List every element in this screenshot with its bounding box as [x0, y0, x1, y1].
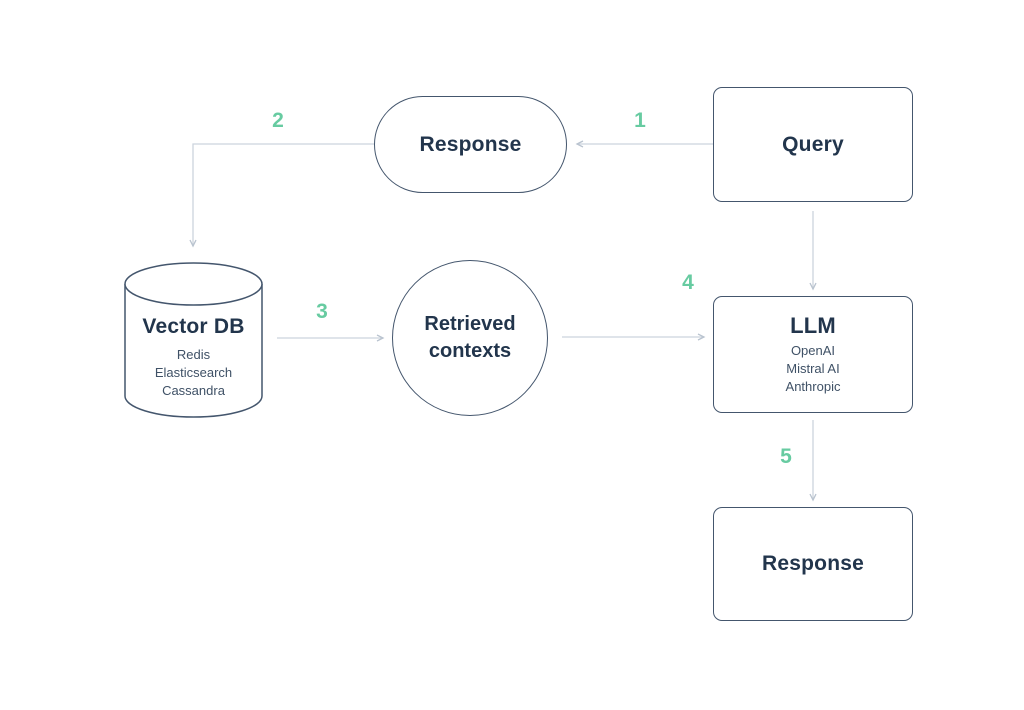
step-label-4: 4 — [682, 271, 694, 294]
llm-item: OpenAI — [790, 343, 836, 358]
cylinder-shape — [124, 262, 263, 418]
vector-db-item: Cassandra — [162, 383, 225, 398]
step-label-1: 1 — [634, 109, 646, 132]
node-response-bottom-label: Response — [762, 552, 864, 575]
llm-item: Anthropic — [785, 379, 841, 394]
node-response-bottom: Response — [713, 507, 913, 621]
node-llm: LLM OpenAI Mistral AI Anthropic — [713, 296, 913, 413]
node-vector-db: Vector DB Redis Elasticsearch Cassandra — [124, 261, 263, 418]
vector-db-content: Vector DB Redis Elasticsearch Cassandra — [124, 315, 263, 400]
arrow-2-response-to-vectordb — [193, 143, 374, 246]
node-retrieved-contexts: Retrieved contexts — [392, 260, 548, 416]
llm-item: Mistral AI — [786, 361, 840, 376]
node-query: Query — [713, 87, 913, 202]
vector-db-item: Redis — [176, 347, 211, 362]
vector-db-item: Elasticsearch — [154, 365, 233, 380]
step-label-5: 5 — [780, 445, 792, 468]
step-label-2: 2 — [272, 109, 284, 132]
vector-db-items: Redis Elasticsearch Cassandra — [124, 346, 263, 400]
node-query-label: Query — [782, 132, 844, 156]
step-label-3: 3 — [316, 300, 328, 323]
llm-content: LLM OpenAI Mistral AI Anthropic — [786, 313, 841, 396]
node-vector-db-label: Vector DB — [142, 315, 245, 338]
llm-items: OpenAI Mistral AI Anthropic — [786, 342, 841, 396]
node-response-top-label: Response — [419, 132, 522, 156]
node-response-top: Response — [374, 96, 567, 193]
node-retrieved-contexts-label: Retrieved contexts — [424, 313, 516, 362]
node-llm-label: LLM — [790, 313, 836, 338]
